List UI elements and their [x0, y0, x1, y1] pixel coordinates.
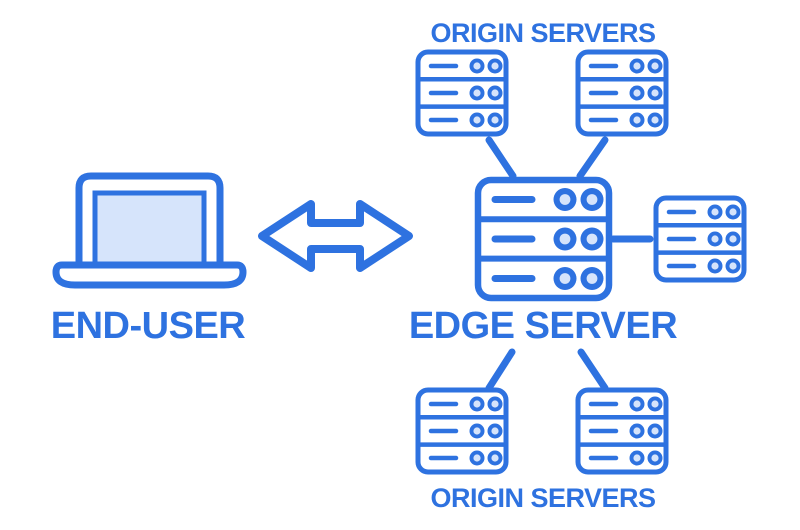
origin-server-right[interactable]	[653, 195, 747, 283]
origin-server-top-left[interactable]	[415, 49, 509, 137]
end-user-label: END-USER	[51, 305, 246, 347]
origin-servers-bottom-label: ORIGIN SERVERS	[430, 483, 655, 513]
connector-edge-to-origin-top-right	[576, 136, 609, 180]
origin-server-bottom-right[interactable]	[575, 387, 669, 475]
origin-server-bottom-left[interactable]	[415, 387, 509, 475]
edge-server-label: EDGE SERVER	[409, 305, 677, 347]
laptop-icon[interactable]	[52, 172, 247, 289]
edge-server-icon[interactable]	[474, 176, 613, 302]
connector-edge-to-origin-top-left	[485, 136, 517, 180]
connector-edge-to-origin-bottom-left	[485, 348, 516, 392]
origin-server-top-right[interactable]	[575, 49, 669, 137]
origin-servers-top-label: ORIGIN SERVERS	[430, 18, 655, 48]
connector-edge-to-origin-bottom-right	[577, 348, 609, 392]
bidirectional-arrow-icon	[258, 200, 413, 272]
connector-group	[485, 136, 654, 392]
